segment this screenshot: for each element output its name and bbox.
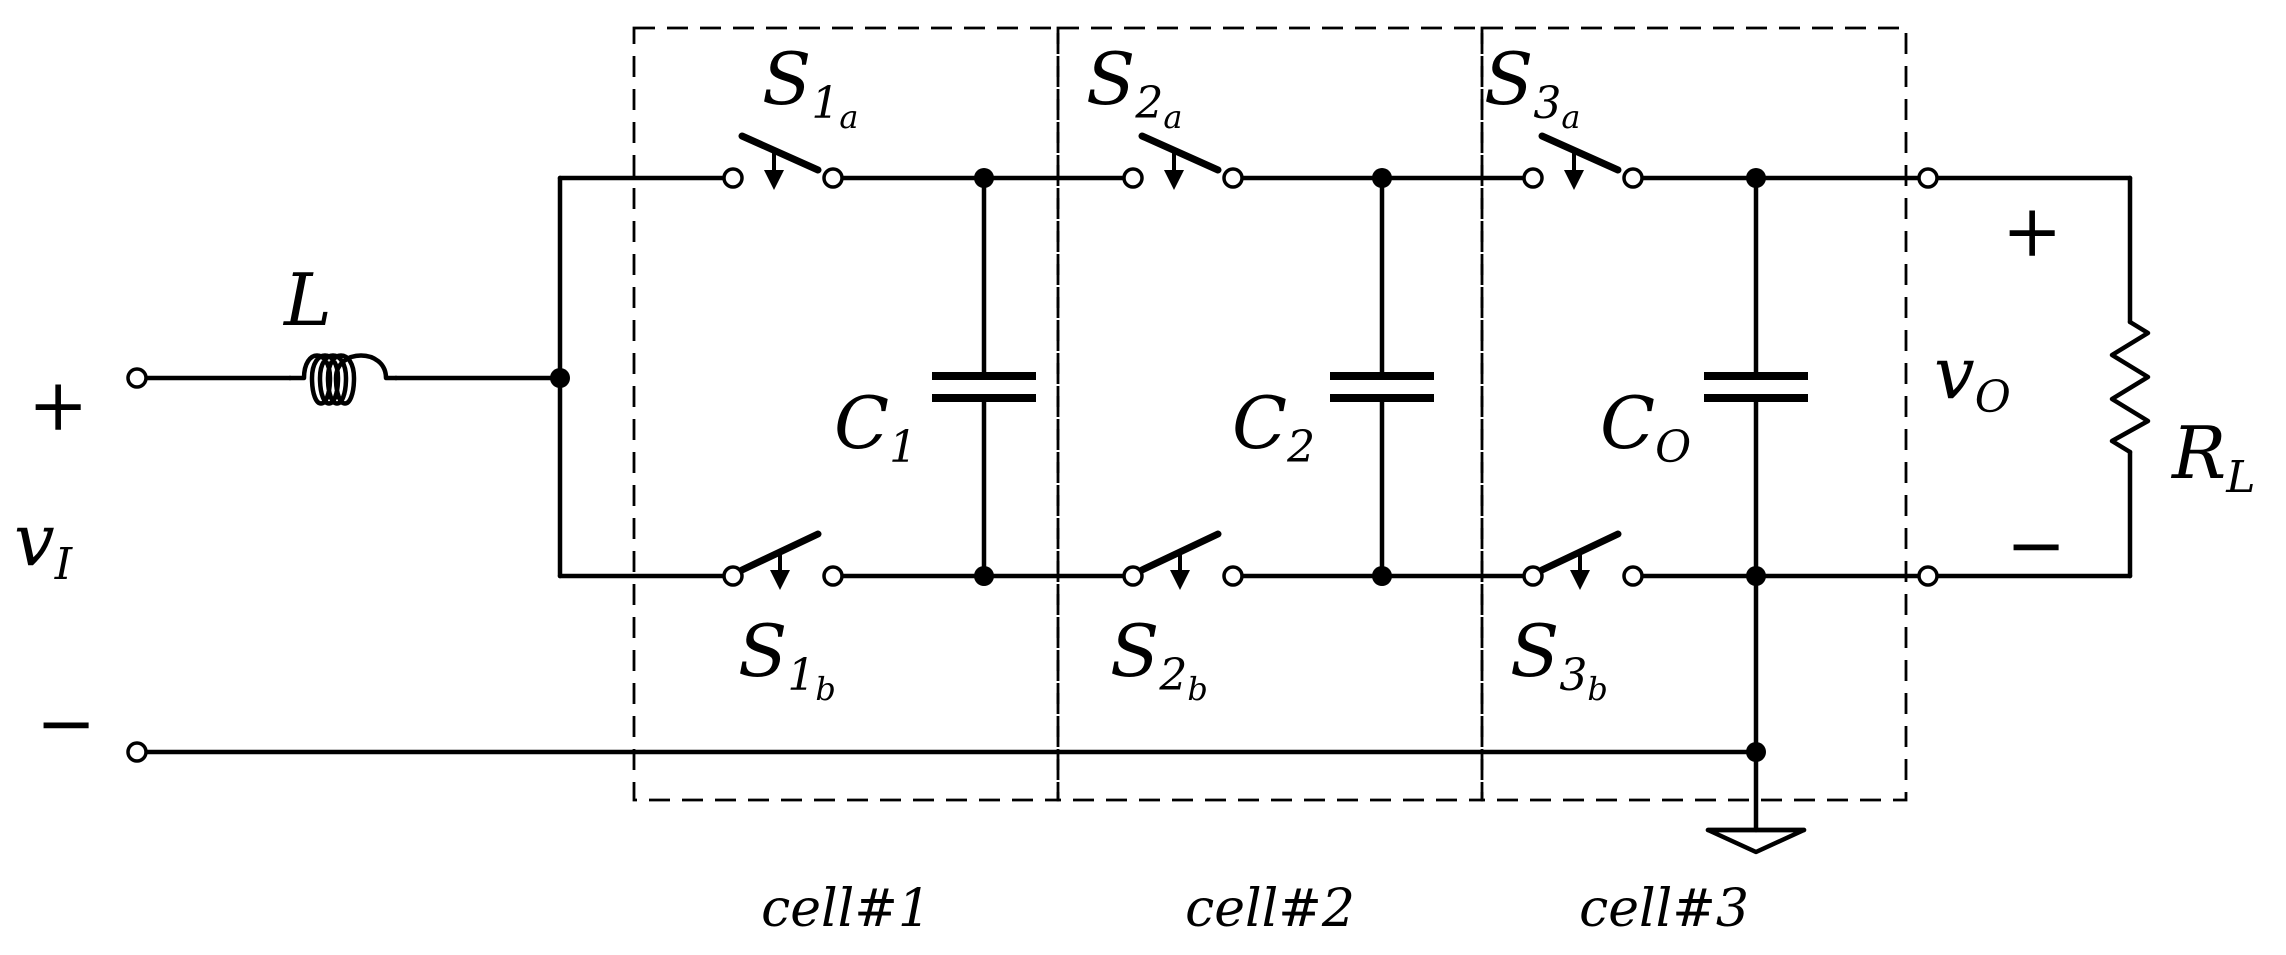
- switch-s3a: [1538, 132, 1622, 190]
- switch-s3a-label: S3a: [1484, 37, 1580, 136]
- switch-s1a-label: S1a: [762, 37, 858, 136]
- capacitor-co: [1704, 372, 1808, 402]
- switch-s2b-label: S2b: [1110, 609, 1208, 708]
- junction-dots: [550, 168, 1766, 762]
- switch-s3b-label: S3b: [1510, 609, 1608, 708]
- output-minus-sign: −: [2006, 503, 2066, 587]
- input-voltage-label: vI: [14, 498, 74, 590]
- load-resistor-label: RL: [2170, 411, 2255, 503]
- cell-1-label: cell#1: [761, 879, 931, 939]
- output-plus-sign: +: [2002, 189, 2062, 273]
- cell-2-label: cell#2: [1185, 879, 1355, 939]
- switch-s1a: [738, 132, 822, 190]
- input-plus-sign: +: [28, 363, 88, 447]
- capacitor-c1: [932, 372, 1036, 402]
- output-voltage-label: vO: [1934, 331, 2011, 423]
- load-resistor: [2109, 319, 2151, 455]
- wires: [134, 175, 2133, 833]
- capacitor-c1-label: C1: [834, 381, 917, 473]
- capacitor-c2-label: C2: [1232, 381, 1315, 473]
- inductor: [287, 353, 399, 406]
- cell-2-box: [1056, 26, 1484, 802]
- capacitor-c2: [1330, 372, 1434, 402]
- cell-3-box: [1480, 26, 1908, 802]
- ground-symbol: [1705, 827, 1807, 855]
- switch-s2b: [1138, 530, 1222, 590]
- cell-1-box: [632, 26, 1060, 802]
- switch-s2a-label: S2a: [1086, 37, 1182, 136]
- switch-s2a: [1138, 132, 1222, 190]
- switch-s1b-label: S1b: [738, 609, 836, 708]
- switch-s3b: [1538, 530, 1622, 590]
- capacitor-co-label: CO: [1600, 381, 1691, 473]
- terminals: [126, 167, 1939, 763]
- input-minus-sign: −: [36, 681, 96, 765]
- inductor-label: L: [282, 258, 332, 342]
- switch-s1b: [738, 530, 822, 590]
- cell-3-label: cell#3: [1579, 879, 1749, 939]
